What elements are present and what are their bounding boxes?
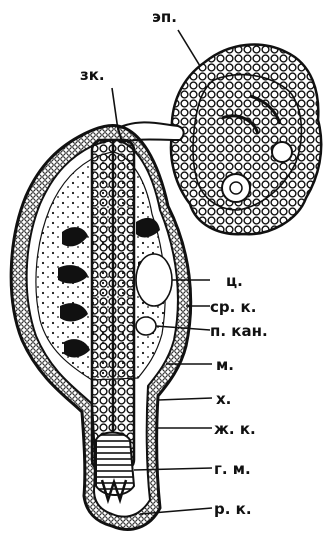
label-kh: х. <box>216 390 231 408</box>
label-gm: г. м. <box>214 460 251 478</box>
label-pkan: п. кан. <box>210 322 268 340</box>
pronephric-duct <box>136 317 156 335</box>
label-ts: ц. <box>226 272 243 290</box>
label-zhk: ж. к. <box>214 420 256 438</box>
label-m: м. <box>216 356 234 374</box>
tail-bud <box>96 433 134 501</box>
yolk-sac <box>171 45 321 235</box>
coelom <box>136 254 172 306</box>
label-zk: зк. <box>80 66 105 84</box>
label-ep: эп. <box>152 8 177 26</box>
label-rk: р. к. <box>214 500 252 518</box>
label-srk: ср. к. <box>210 298 256 316</box>
